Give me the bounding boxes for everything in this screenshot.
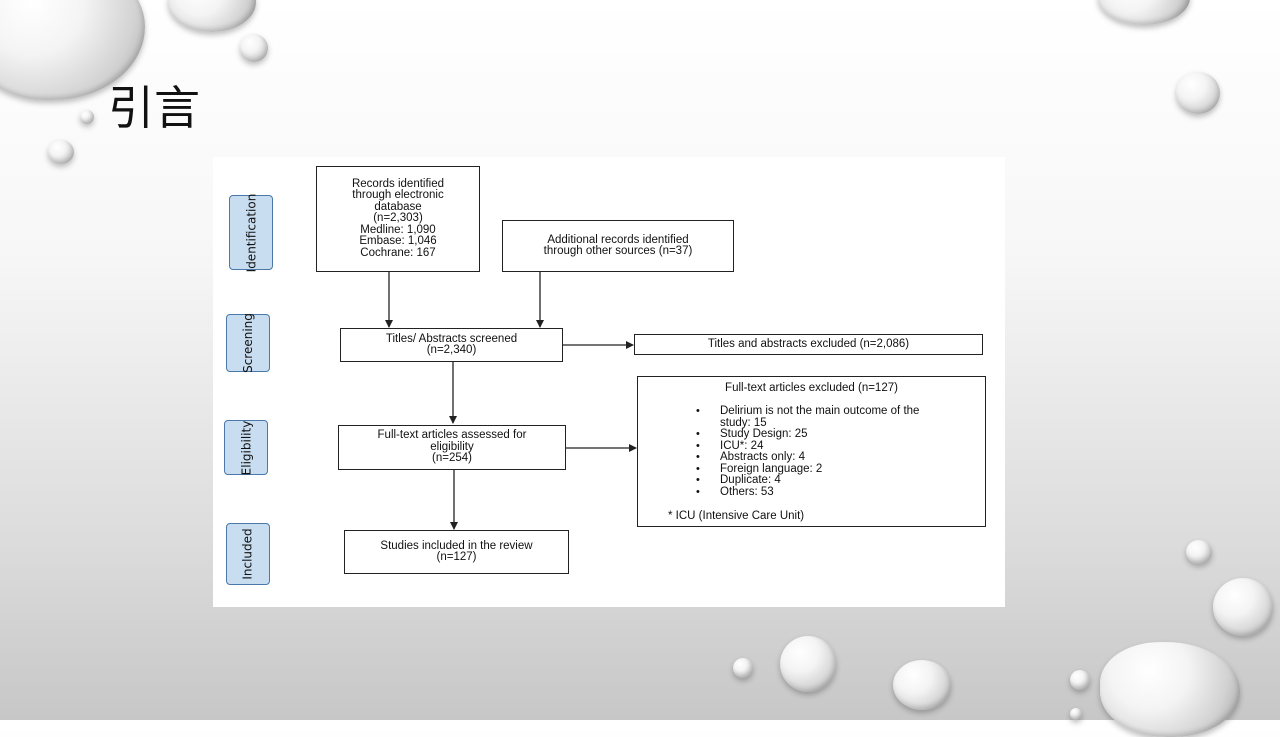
- icu-footnote: * ICU (Intensive Care Unit): [668, 510, 805, 522]
- water-drop-decoration: [80, 110, 94, 124]
- exclusion-reason: Abstracts only: 4: [696, 451, 919, 464]
- water-drop-decoration: [780, 636, 836, 692]
- water-drop-decoration: [1176, 72, 1220, 114]
- water-drop-decoration: [240, 34, 268, 62]
- water-drop-decoration: [1070, 670, 1090, 690]
- records-identified-box: Records identified through electronic da…: [316, 166, 480, 272]
- titles-excluded-box: Titles and abstracts excluded (n=2,086): [634, 334, 983, 355]
- water-drop-decoration: [48, 140, 74, 164]
- water-drop-decoration: [733, 658, 753, 678]
- exclusion-reason: ICU*: 24: [696, 440, 919, 453]
- water-drop-decoration: [168, 0, 256, 32]
- fulltext-excluded-box: Full-text articles excluded (n=127) Deli…: [637, 376, 986, 527]
- additional-records-box: Additional records identified through ot…: [502, 220, 734, 272]
- stage-identification: Identification: [229, 193, 273, 272]
- water-drop-decoration: [1100, 642, 1240, 737]
- exclusion-reason: Delirium is not the main outcome of the: [696, 405, 919, 418]
- water-drop-decoration: [1098, 0, 1190, 25]
- water-drop-decoration: [1213, 578, 1273, 636]
- exclusion-reason: Others: 53: [696, 486, 919, 499]
- fulltext-assessed-box: Full-text articles assessed for eligibil…: [338, 425, 566, 470]
- exclusion-reasons-list: Delirium is not the main outcome of the …: [696, 405, 919, 499]
- water-drop-decoration: [1070, 708, 1082, 720]
- flow-arrows: [385, 272, 637, 530]
- screened-box: Titles/ Abstracts screened (n=2,340): [340, 328, 563, 362]
- exclusion-reason: Foreign language: 2: [696, 463, 919, 476]
- slide-title: 引言: [108, 81, 200, 135]
- studies-included-box: Studies included in the review (n=127): [344, 530, 569, 574]
- stage-eligibility: Eligibility: [224, 420, 268, 475]
- water-drop-decoration: [1186, 540, 1212, 564]
- stage-screening: Screening: [226, 313, 270, 373]
- water-drop-decoration: [893, 660, 951, 710]
- exclusion-reason-continued: study: 15: [720, 416, 767, 429]
- stage-included: Included: [226, 523, 270, 585]
- exclusion-reason: Duplicate: 4: [696, 474, 919, 487]
- exclusion-reason: Study Design: 25: [696, 428, 919, 441]
- fulltext-excluded-heading: Full-text articles excluded (n=127): [725, 382, 898, 394]
- prisma-flow-diagram: Identification Screening Eligibility Inc…: [213, 157, 1005, 607]
